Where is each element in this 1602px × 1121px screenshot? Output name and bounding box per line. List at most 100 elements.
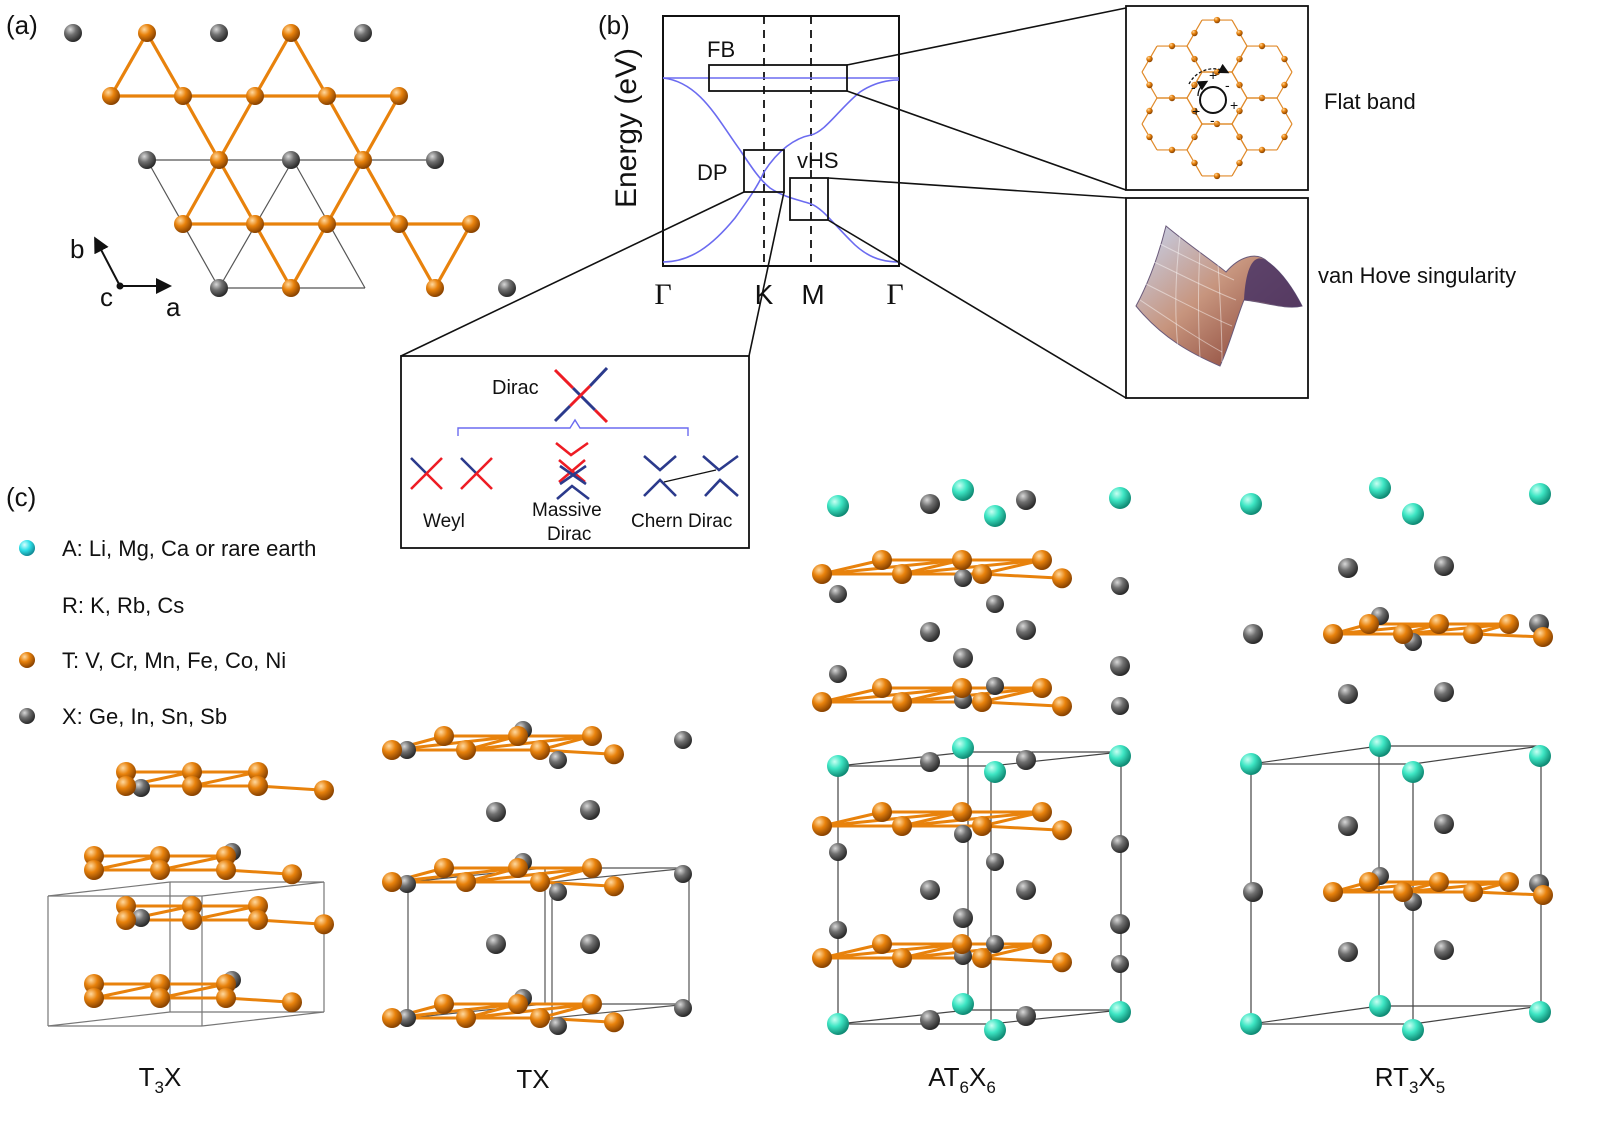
t-atom xyxy=(1032,934,1052,954)
t-atom xyxy=(354,151,372,169)
band-plot-frame xyxy=(662,15,900,267)
x-atom xyxy=(354,24,372,42)
t-atom xyxy=(1499,614,1519,634)
a-atom xyxy=(1109,745,1131,767)
bond xyxy=(289,222,329,290)
t-atom xyxy=(390,215,408,233)
legend-text-r: R: K, Rb, Cs xyxy=(62,593,184,618)
a-atom xyxy=(1529,483,1551,505)
hexagon-lattice-inset xyxy=(1141,16,1293,180)
vhs-box xyxy=(789,177,829,221)
legend-text-t: T: V, Cr, Mn, Fe, Co, Ni xyxy=(62,648,286,673)
t-atom xyxy=(456,1008,476,1028)
bond xyxy=(900,942,1044,960)
bond xyxy=(361,94,401,162)
bond xyxy=(224,868,294,876)
bond xyxy=(464,734,594,752)
x-atom xyxy=(954,825,972,843)
t-atom xyxy=(972,948,992,968)
loop-sign-2: - xyxy=(1225,77,1230,93)
a-atom xyxy=(1369,477,1391,499)
hex-edge xyxy=(1231,123,1248,151)
bond xyxy=(92,854,162,872)
x-atom xyxy=(674,865,692,883)
t-atom xyxy=(216,974,236,994)
structure-tx xyxy=(382,721,692,1035)
t-atom xyxy=(390,87,408,105)
x-atom xyxy=(1016,490,1036,510)
t-atom xyxy=(1359,614,1379,634)
t-atom xyxy=(1146,81,1153,89)
bond xyxy=(900,558,1044,576)
t-atom xyxy=(1258,146,1266,154)
t-atom xyxy=(582,726,602,746)
a-atom xyxy=(1240,753,1262,775)
bond xyxy=(190,770,260,788)
t-atom xyxy=(382,740,402,760)
t-atom xyxy=(1393,624,1413,644)
t-atom xyxy=(1429,614,1449,634)
t-atom xyxy=(248,762,268,782)
hex-edge xyxy=(1186,123,1203,151)
t-atom xyxy=(1281,107,1288,115)
t-atom xyxy=(1258,42,1266,50)
hex-edge xyxy=(1186,71,1203,99)
t-atom xyxy=(508,726,528,746)
t-atom xyxy=(248,910,268,930)
bond xyxy=(158,854,228,872)
t-atom xyxy=(1533,885,1553,905)
dirac-tree: Dirac Weyl Massive Dirac xyxy=(410,366,739,545)
t-atom xyxy=(1032,550,1052,570)
x-atom xyxy=(1111,955,1129,973)
a-atom xyxy=(952,479,974,501)
t-atom xyxy=(530,1008,550,1028)
a-atom xyxy=(1529,745,1551,767)
x-atom xyxy=(1110,914,1130,934)
x-atom xyxy=(986,853,1004,871)
dirac-cone-root xyxy=(553,366,609,424)
hex-edge xyxy=(1186,97,1203,125)
t-atom xyxy=(812,692,832,712)
x-atom xyxy=(1338,942,1358,962)
fb-tag: FB xyxy=(707,37,735,62)
flat-band-caption: Flat band xyxy=(1324,89,1416,114)
t-atom xyxy=(872,550,892,570)
t-atom xyxy=(248,896,268,916)
x-atom xyxy=(580,934,600,954)
x-atom xyxy=(1434,556,1454,576)
bond xyxy=(980,572,1064,580)
t-atom xyxy=(1052,820,1072,841)
cell-edge xyxy=(837,1009,969,1025)
bond xyxy=(217,94,257,162)
dp-tag: DP xyxy=(697,160,728,185)
kpoint-label-gamma-end: Γ xyxy=(886,278,903,311)
cell-edge xyxy=(47,1011,171,1027)
t-atom xyxy=(150,974,170,994)
t-atom xyxy=(282,864,302,885)
cell-edge xyxy=(201,1011,325,1027)
bond xyxy=(361,158,401,226)
x-atom xyxy=(549,751,567,769)
x-atom xyxy=(210,24,228,42)
bond xyxy=(980,686,1044,704)
a-atom xyxy=(984,1019,1006,1041)
bond xyxy=(820,810,964,828)
a-atom xyxy=(1402,503,1424,525)
massive-label-line2: Dirac xyxy=(547,524,591,545)
x-atom xyxy=(486,934,506,954)
structure-at6x6 xyxy=(812,479,1131,1041)
a-atom xyxy=(1109,487,1131,509)
t-atom xyxy=(1146,107,1153,115)
bond xyxy=(289,31,329,98)
bond xyxy=(181,94,221,162)
bond xyxy=(190,904,260,922)
a-atom xyxy=(1402,761,1424,783)
kpoint-label-m: M xyxy=(801,279,824,310)
t-atom xyxy=(116,776,136,796)
t-atom xyxy=(582,994,602,1014)
a-atom xyxy=(984,505,1006,527)
t-atom xyxy=(892,692,912,712)
bond xyxy=(464,866,594,884)
caption-tx: TX xyxy=(516,1064,549,1094)
bond xyxy=(256,784,326,792)
